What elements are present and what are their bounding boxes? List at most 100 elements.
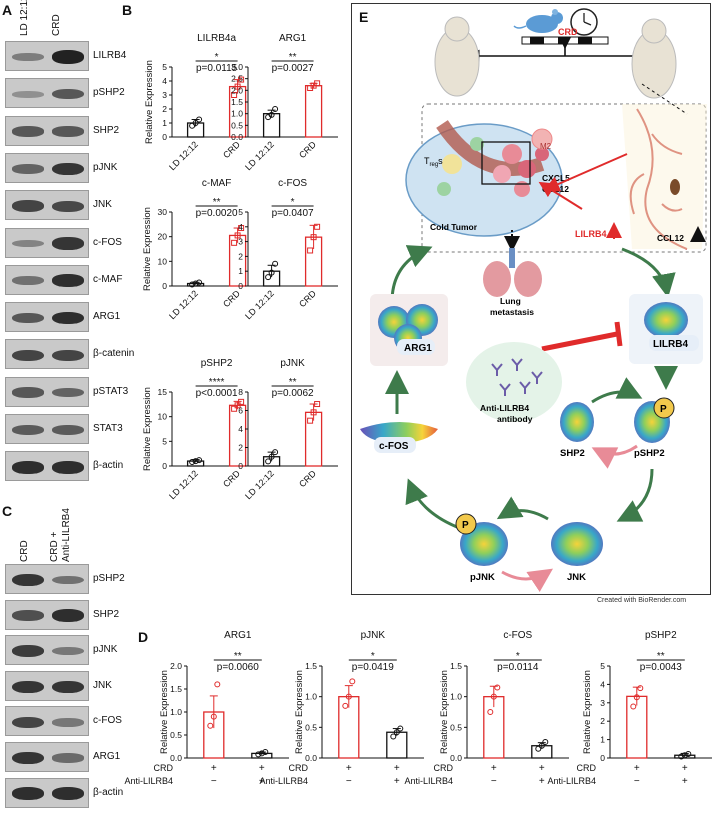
significance-stars: * [371,651,375,662]
arrow-jnk-to-pjnk [496,496,549,521]
blot-band [12,90,44,98]
data-point [538,742,545,749]
data-point [265,458,272,465]
blot-band [52,609,84,622]
data-point [307,85,314,91]
p-value: p=0.0115 [196,63,238,74]
data-point [192,120,199,126]
blot-band [12,349,44,362]
arrow-pjnk-to-jnk [501,568,553,592]
data-point [238,398,245,405]
blot-band [12,610,44,621]
blot-band [52,460,84,474]
blot-band [52,387,84,398]
y-axis-label: Relative Expression [582,670,593,754]
data-point [630,703,637,710]
bar [531,745,553,759]
data-point [262,749,269,756]
panel-a-blot-pjnk [5,152,89,183]
bar [304,85,323,138]
bar [186,460,205,467]
y-tick-label: 5 [600,661,605,671]
pshp2-label: pSHP2 [634,448,665,459]
crd-label: CRD [558,27,578,37]
p-value: p=0.0027 [272,63,314,74]
y-tick-label: 0.5 [170,730,182,740]
jnk-label: JNK [567,572,586,583]
y-tick-label: 0 [162,281,167,291]
treatment-row-label: Anti-LILRB4 [404,776,453,786]
y-tick-label: 1 [600,735,605,745]
bar [228,234,247,287]
jnk-protein-icon [551,522,603,566]
y-tick-label: 2 [238,251,243,261]
data-point [231,92,238,98]
bar [304,236,323,287]
mouse-icon [513,9,563,33]
x-tick-label: LD 12:12 [167,468,200,501]
blot-band [12,460,44,474]
chart-title: ARG1 [279,33,307,44]
significance-stars: ** [289,377,297,388]
data-point [192,458,199,465]
y-tick-label: 2.0 [170,661,182,671]
data-point [214,681,221,688]
blot-band [12,239,44,248]
clock-icon [570,8,598,36]
panel-c-blot-c-fos [5,706,89,737]
panel-a-blot--catenin [5,339,89,370]
treatment-sign: + [634,763,640,774]
y-tick-label: 0 [238,281,243,291]
panel-a-blot-label: c-FOS [93,236,122,248]
y-tick-label: 1.0 [450,692,462,702]
blot-band [52,274,84,288]
blot-band [12,751,44,765]
treatment-sign: − [211,776,217,787]
treatment-row-label: CRD [577,763,597,773]
data-point [314,80,321,87]
treatment-sign: + [259,776,265,787]
y-tick-label: 1.0 [170,707,182,717]
p-value: p=0.0419 [352,662,394,673]
treatment-row-label: Anti-LILRB4 [124,776,173,786]
blood-vessel-icon [622,83,707,250]
y-tick-label: 0.5 [231,120,243,130]
blot-band [12,645,44,658]
panel-c-blot-pshp2 [5,564,89,594]
treatment-row-label: Anti-LILRB4 [547,776,596,786]
panel-c-blot-shp2 [5,599,89,630]
data-point [349,678,356,685]
data-point [310,82,317,89]
x-tick-label: LD 12:12 [167,288,200,321]
p-value: p=0.0407 [272,208,314,219]
panel-a-blot-jnk [5,190,89,221]
significance-stars: * [291,197,295,208]
x-tick-label: LD 12:12 [243,468,276,501]
data-point [189,281,196,288]
lane-label-crd: CRD [19,540,30,562]
panel-c-blot-label: pSHP2 [93,573,125,584]
data-point [490,693,497,700]
treatment-sign: − [634,776,640,787]
panel-a-blot-pstat3 [5,376,89,407]
treatment-sign: + [346,763,352,774]
y-tick-label: 1.5 [450,661,462,671]
bar [228,404,247,467]
panel-a-blot-c-maf [5,264,89,295]
panel-label-e: E [359,9,369,25]
treatment-sign: − [346,776,352,787]
arrow-to-cfos [405,478,463,531]
bar [483,696,505,759]
chart-title: c-MAF [202,178,231,189]
blot-band [12,164,44,174]
panel-a-blot-label: β-actin [93,460,124,472]
phospho-label-2: P [462,520,469,531]
data-point [258,750,265,757]
x-tick-label: LD 12:12 [167,139,200,172]
blot-band [52,311,84,325]
blot-band [12,387,44,398]
chart-title: pSHP2 [201,358,233,369]
y-tick-label: 3 [162,90,167,100]
panel-c-blot-jnk [5,670,89,701]
